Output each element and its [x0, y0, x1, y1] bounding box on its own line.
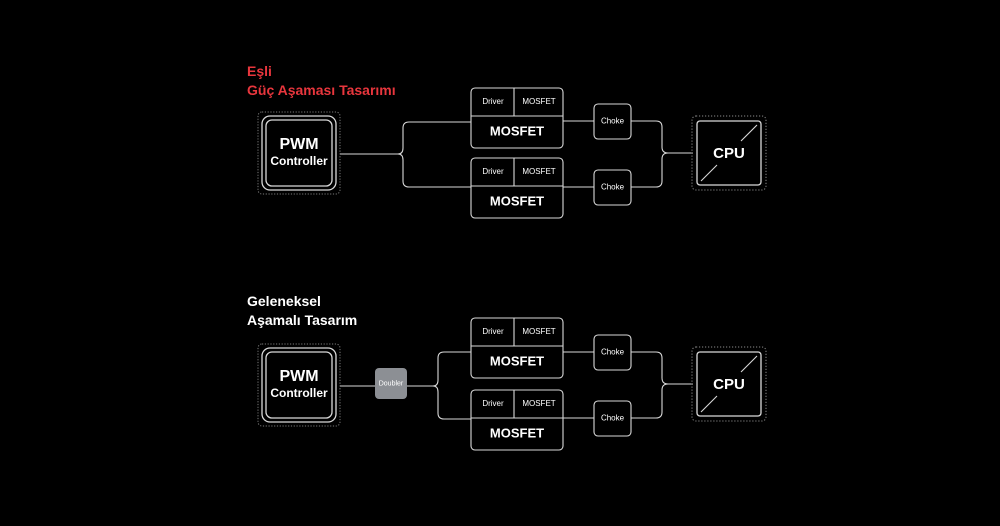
choke-label: Choke — [601, 183, 625, 192]
choke-1: Choke — [593, 334, 632, 371]
choke-1: Choke — [593, 103, 632, 140]
wire-split-bottom — [432, 385, 471, 420]
wire-split-top — [432, 351, 471, 387]
doubler-label: Doubler — [379, 380, 404, 387]
cpu-pins — [691, 346, 767, 422]
traditional-title-line-2: Aşamalı Tasarım — [247, 312, 358, 328]
paired-title-line-1: Eşli — [247, 63, 272, 79]
mosfet-small-label: MOSFET — [522, 97, 555, 106]
cpu-slash-upper — [740, 124, 758, 142]
mosfet-small-label: MOSFET — [522, 327, 555, 336]
traditional-design-title: Geleneksel Aşamalı Tasarım — [247, 292, 357, 330]
mosfet-small-label: MOSFET — [522, 399, 555, 408]
choke-2: Choke — [593, 169, 632, 206]
cpu-pins — [691, 115, 767, 191]
doubler-body — [375, 368, 407, 399]
mosfet-label: MOSFET — [490, 353, 544, 368]
wire-choke-cpu — [631, 120, 693, 154]
controller-outer — [261, 115, 337, 191]
cpu-slash-lower — [700, 395, 718, 413]
controller-label-pwm: PWM — [279, 368, 318, 385]
stage-frame — [470, 157, 564, 219]
wire-choke-cpu — [631, 351, 693, 385]
choke-label: Choke — [601, 414, 625, 423]
driver-label: Driver — [482, 167, 504, 176]
stage-frame — [470, 389, 564, 451]
wire-choke-cpu — [631, 383, 693, 419]
paired-title-line-2: Güç Aşaması Tasarımı — [247, 82, 396, 98]
controller-label-pwm: PWM — [279, 136, 318, 153]
mosfet-label: MOSFET — [490, 123, 544, 138]
driver-label: Driver — [482, 97, 504, 106]
doubler-chip: Doubler — [375, 368, 407, 399]
controller-inner — [265, 119, 333, 187]
wire-split-top — [397, 121, 471, 155]
stage-frame — [470, 317, 564, 379]
cpu-chip: CPU — [691, 115, 767, 191]
mosfet-label: MOSFET — [490, 193, 544, 208]
wire-choke-cpu — [631, 152, 693, 188]
cpu-label: CPU — [713, 376, 745, 393]
controller-outer — [261, 347, 337, 423]
cpu-slash-lower — [700, 164, 718, 182]
controller-label-text: Controller — [270, 386, 328, 400]
traditional-title-line-1: Geleneksel — [247, 293, 321, 309]
controller-pins — [257, 343, 341, 427]
controller-pins — [257, 111, 341, 195]
stage-frame — [470, 87, 564, 149]
choke-2: Choke — [593, 400, 632, 437]
cpu-slash-upper — [740, 355, 758, 373]
mosfet-label: MOSFET — [490, 425, 544, 440]
controller-inner — [265, 351, 333, 419]
choke-label: Choke — [601, 348, 625, 357]
mosfet-small-label: MOSFET — [522, 167, 555, 176]
driver-label: Driver — [482, 327, 504, 336]
cpu-label: CPU — [713, 145, 745, 162]
paired-design-title: Eşli Güç Aşaması Tasarımı — [247, 62, 396, 100]
connection-wires — [340, 121, 471, 188]
wire-split-bottom — [397, 153, 471, 188]
controller-label-text: Controller — [270, 154, 328, 168]
choke-label: Choke — [601, 117, 625, 126]
connection-wires — [340, 351, 471, 420]
cpu-chip: CPU — [691, 346, 767, 422]
driver-label: Driver — [482, 399, 504, 408]
